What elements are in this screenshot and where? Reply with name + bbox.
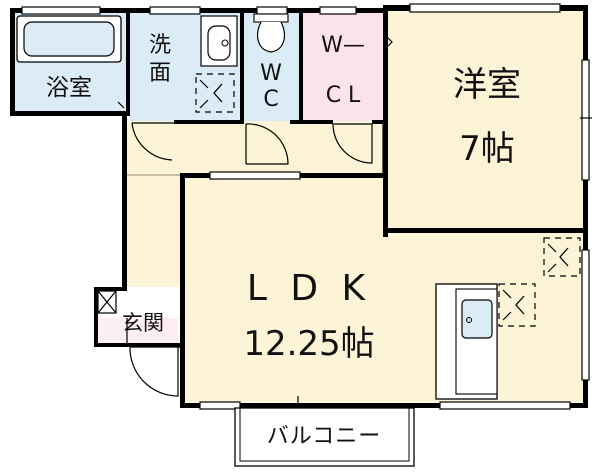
balcony-inner <box>239 407 410 462</box>
balcony: バルコニー <box>234 407 415 467</box>
toilet-icon <box>253 13 289 53</box>
wall-western-left <box>383 5 388 237</box>
closet-label-1: W— <box>321 33 365 58</box>
western-room-size: 7帖 <box>459 129 515 169</box>
ldk-size: 12.25帖 <box>243 324 374 364</box>
shoe-box-icon <box>97 290 117 314</box>
western-room: 洋室 7帖 <box>382 65 581 277</box>
wall-ldk-left <box>180 173 185 408</box>
wall-wash-wc <box>240 8 244 124</box>
bathtub-icon <box>16 15 122 63</box>
wall-left-corridor <box>122 111 127 291</box>
ldk-room: L D K 12.25帖 <box>243 268 536 400</box>
toilet-door-swing-icon <box>245 123 289 165</box>
wall-wc-bottom-right <box>290 120 303 124</box>
entrance: 玄関 <box>97 290 180 397</box>
balcony-label: バルコニー <box>267 424 382 449</box>
wall-entrance-left <box>94 287 98 347</box>
western-room-label: 洋室 <box>453 65 521 105</box>
bath-door-mark <box>117 101 125 109</box>
window-western-top <box>409 3 561 13</box>
wall-cl-bottom-right <box>372 120 386 124</box>
walk-in-closet: W— C L <box>321 33 393 164</box>
hall-floor <box>126 175 182 287</box>
bath-room: 浴室 <box>16 15 125 109</box>
wall-wash-bottom <box>174 120 244 124</box>
toilet-room: W C <box>245 13 289 165</box>
storage-mark-icon <box>195 73 235 113</box>
ldk-floor-upper <box>384 230 584 240</box>
window-wash <box>149 6 201 15</box>
window-western-side <box>581 59 590 181</box>
washroom-door-swing-icon <box>131 122 174 161</box>
balcony-outline <box>234 407 415 467</box>
wall-cl-bottom <box>303 120 333 124</box>
toilet-label-2: C <box>263 87 278 112</box>
kitchen-sink-icon <box>461 299 493 339</box>
window-ldk-side <box>581 249 590 381</box>
entrance-label: 玄関 <box>122 311 164 335</box>
entrance-door-swing-icon <box>129 346 180 397</box>
windows <box>21 3 592 410</box>
toilet-label-1: W <box>260 61 282 86</box>
washroom: 洗 面 <box>131 15 238 161</box>
wall-left-bath <box>10 8 15 116</box>
bath-label: 浴室 <box>46 75 92 101</box>
window-cl <box>319 6 357 15</box>
wall-entrance-top <box>94 287 127 291</box>
storage-mark-icon <box>543 237 581 277</box>
closet-floor <box>303 11 383 121</box>
wall-entrance-bottom <box>94 343 180 347</box>
window-bath <box>21 6 101 15</box>
entrance-step <box>98 318 178 343</box>
wall-bath-bottom <box>10 111 128 116</box>
storage-mark-icon <box>498 283 536 327</box>
ldk-label: L D K <box>247 268 371 309</box>
washroom-label-1: 洗 <box>149 33 171 58</box>
washroom-label-2: 面 <box>149 61 171 86</box>
wall-ldk-bottom <box>180 403 588 408</box>
wall-wc-cl <box>299 8 303 124</box>
closet-label-2: C L <box>326 83 361 108</box>
closet-hanger-mark <box>385 35 393 49</box>
window-ldk-bottom-left <box>199 401 241 410</box>
window-wc <box>256 6 288 15</box>
wall-bath-wash <box>126 8 130 116</box>
window-ldk-bottom-right <box>439 401 571 410</box>
wall-western-bottom <box>383 228 588 233</box>
corridor-floor <box>126 121 384 175</box>
wall-right <box>583 5 588 408</box>
closet-door-swing-icon <box>332 123 373 164</box>
washbasin-icon <box>200 15 238 67</box>
window-ldk-top <box>209 171 301 180</box>
